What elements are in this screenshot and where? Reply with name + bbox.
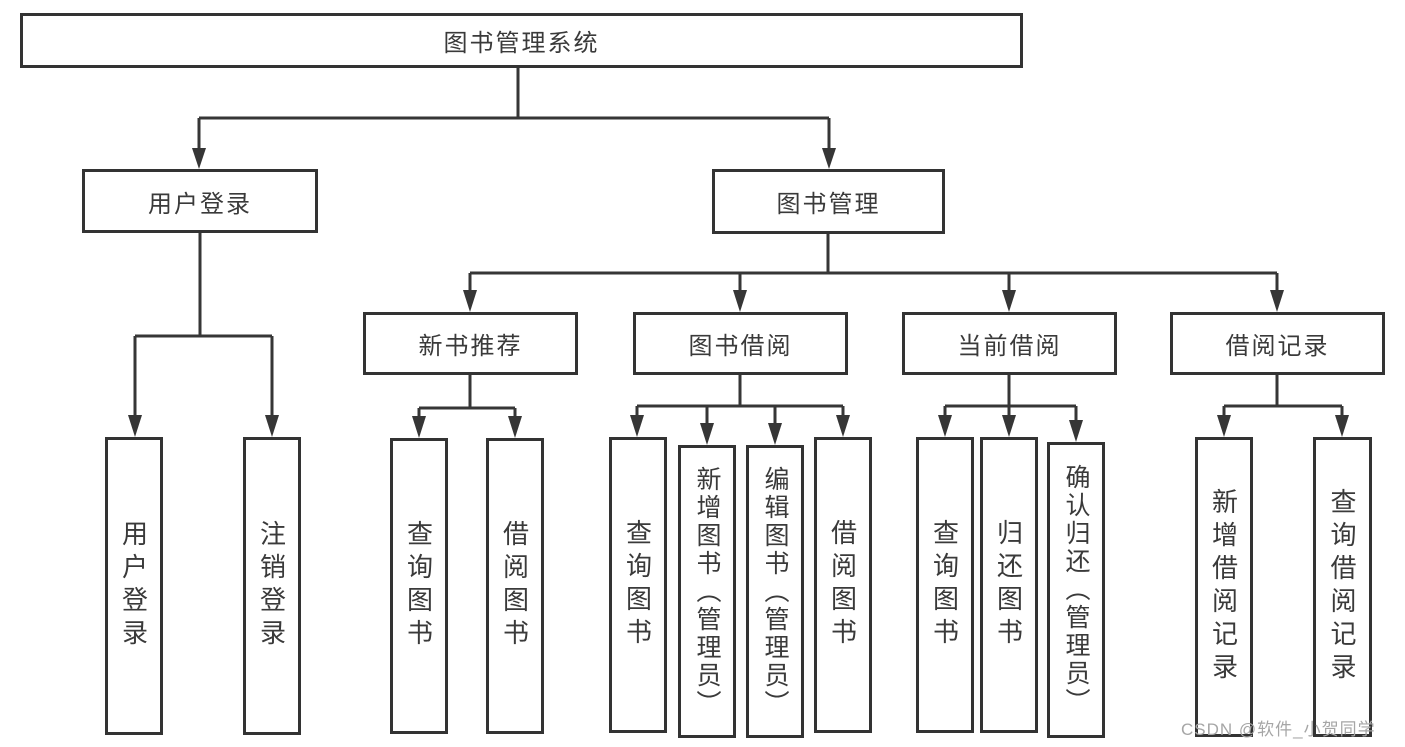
arrowhead-icon <box>938 415 952 437</box>
arrowhead-icon <box>508 416 522 438</box>
arrowhead-icon <box>1270 290 1284 312</box>
connector-current-borrow-to-leaves <box>938 375 1083 442</box>
node-book-management: 图书管理 <box>712 169 945 234</box>
node-label: 查询图书 <box>929 519 960 651</box>
arrowhead-icon <box>1069 420 1083 442</box>
arrowhead-icon <box>1217 415 1231 437</box>
arrowhead-icon <box>822 148 836 169</box>
arrowhead-icon <box>412 416 426 438</box>
connector-book-borrow-to-leaves <box>630 375 850 445</box>
node-book-borrow: 图书借阅 <box>633 312 848 375</box>
node-label: 新增借阅记录 <box>1208 488 1239 686</box>
node-label: 查询图书 <box>622 519 653 651</box>
node-label: 查询借阅记录 <box>1327 488 1357 686</box>
node-label: 图书借阅 <box>688 333 793 360</box>
leaf-borrow-books-2: 借阅图书 <box>814 437 872 733</box>
node-label: 借阅记录 <box>1225 333 1330 360</box>
arrowhead-icon <box>733 290 747 312</box>
node-label: 归还图书 <box>993 519 1024 651</box>
arrowhead-icon <box>630 415 644 437</box>
node-label: 借阅图书 <box>827 519 858 651</box>
arrowhead-icon <box>1335 415 1349 437</box>
node-label: 借阅图书 <box>499 520 530 652</box>
arrowhead-icon <box>192 148 206 169</box>
arrowhead-icon <box>463 290 477 312</box>
leaf-edit-books-admin: 编辑图书（管理员） <box>746 445 804 738</box>
leaf-logout: 注销登录 <box>243 437 301 735</box>
leaf-query-books-3: 查询图书 <box>916 437 974 733</box>
node-label: 新增图书（管理员） <box>693 465 721 718</box>
leaf-query-books-1: 查询图书 <box>390 438 448 734</box>
arrowhead-icon <box>836 415 850 437</box>
node-root-library-system: 图书管理系统 <box>20 13 1023 68</box>
node-label: 确认归还（管理员） <box>1062 464 1090 716</box>
node-label: 查询图书 <box>403 520 434 652</box>
leaf-borrow-books-1: 借阅图书 <box>486 438 544 734</box>
leaf-add-books-admin: 新增图书（管理员） <box>678 445 736 738</box>
leaf-return-books: 归还图书 <box>980 437 1038 733</box>
connector-book-management-to-level3 <box>463 234 1284 312</box>
node-label: 注销登录 <box>256 520 287 652</box>
leaf-query-books-2: 查询图书 <box>609 437 667 733</box>
arrowhead-icon <box>700 423 714 445</box>
arrowhead-icon <box>265 415 279 437</box>
node-borrow-record: 借阅记录 <box>1170 312 1385 375</box>
connector-user-login-to-leaves <box>128 233 279 437</box>
node-label: 图书管理 <box>776 191 881 218</box>
arrowhead-icon <box>1002 415 1016 437</box>
node-new-book-recommend: 新书推荐 <box>363 312 578 375</box>
node-label: 用户登录 <box>148 190 252 218</box>
leaf-query-borrow-record: 查询借阅记录 <box>1313 437 1372 737</box>
node-label: 新书推荐 <box>418 333 523 360</box>
node-user-login: 用户登录 <box>82 169 318 233</box>
node-current-borrow: 当前借阅 <box>902 312 1117 375</box>
leaf-user-login: 用户登录 <box>105 437 163 735</box>
node-label: 当前借阅 <box>957 333 1062 360</box>
node-label: 编辑图书（管理员） <box>761 465 789 718</box>
node-label: 用户登录 <box>118 520 149 652</box>
connector-borrow-record-to-leaves <box>1217 375 1349 437</box>
node-label: 图书管理系统 <box>443 30 600 57</box>
connector-root-to-level2 <box>192 68 836 169</box>
connector-new-book-to-leaves <box>412 375 522 438</box>
arrowhead-icon <box>128 415 142 437</box>
arrowhead-icon <box>768 423 782 445</box>
csdn-watermark: CSDN @软件_小贺同学 <box>1181 720 1376 739</box>
leaf-confirm-return-admin: 确认归还（管理员） <box>1047 442 1105 738</box>
leaf-add-borrow-record: 新增借阅记录 <box>1195 437 1253 737</box>
arrowhead-icon <box>1002 290 1016 312</box>
